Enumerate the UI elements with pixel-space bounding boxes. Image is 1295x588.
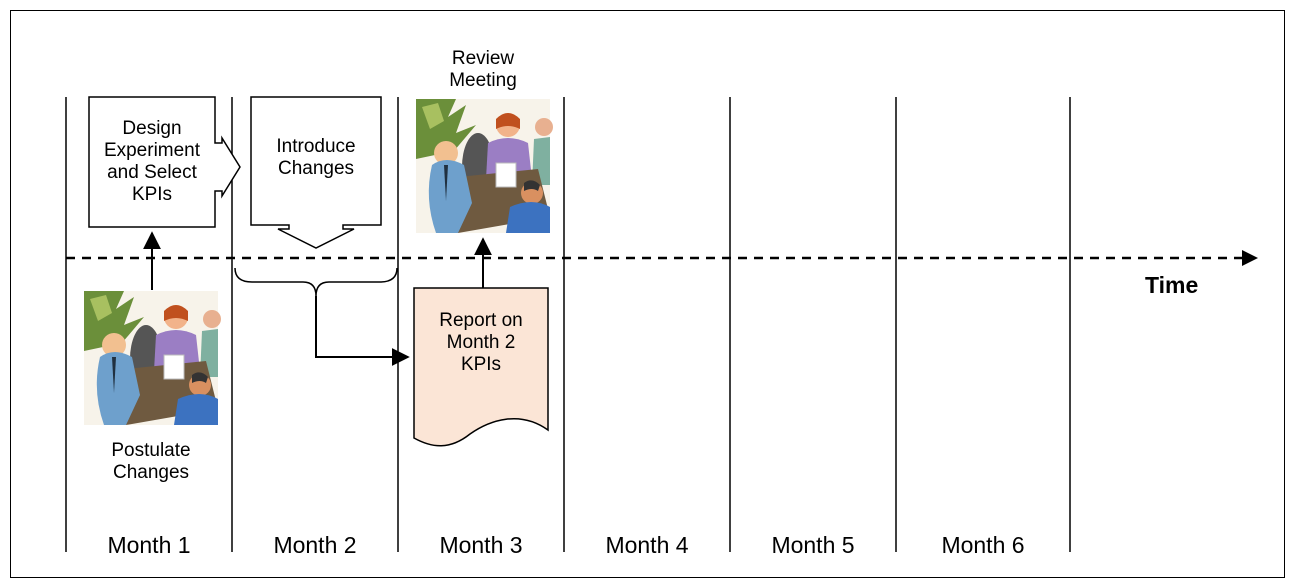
review-line: Review (451, 48, 515, 69)
introduce-changes-box (250, 96, 382, 249)
design-line: Design (122, 118, 182, 139)
design-line: KPIs (131, 184, 173, 205)
meeting-clipart-icon (83, 290, 222, 426)
meeting-clipart-icon (415, 98, 554, 234)
month-3-label: Month 3 (439, 532, 523, 558)
report-line: Month 2 (446, 332, 516, 353)
time-axis-arrowhead (1242, 250, 1258, 266)
review-line: Meeting (449, 70, 517, 91)
time-axis-label: Time (1145, 272, 1199, 298)
brace-to-report-arrow (315, 296, 410, 366)
introduce-line: Changes (277, 158, 355, 179)
design-experiment-box (88, 96, 241, 228)
month-1-label: Month 1 (107, 532, 191, 558)
postulate-line: Changes (112, 462, 190, 483)
report-document (413, 287, 549, 447)
month-2-label: Month 2 (273, 532, 357, 558)
design-line: Experiment (103, 140, 201, 161)
diagram-frame (10, 10, 1285, 578)
postulate-line: Postulate (111, 440, 191, 461)
report-line: KPIs (460, 354, 502, 375)
report-label: Report on Month 2 KPIs (414, 310, 548, 376)
design-line: and Select (107, 162, 197, 183)
month-4-label: Month 4 (605, 532, 689, 558)
report-line: Report on (439, 310, 523, 331)
month-5-label: Month 5 (771, 532, 855, 558)
month2-brace (234, 267, 398, 297)
introduce-line: Introduce (276, 136, 356, 157)
introduce-changes-label: Introduce Changes (251, 136, 381, 180)
design-experiment-label: Design Experiment and Select KPIs (89, 118, 215, 206)
month-6-label: Month 6 (941, 532, 1025, 558)
postulate-changes-label: Postulate Changes (76, 440, 226, 484)
review-meeting-label: Review Meeting (413, 48, 553, 92)
